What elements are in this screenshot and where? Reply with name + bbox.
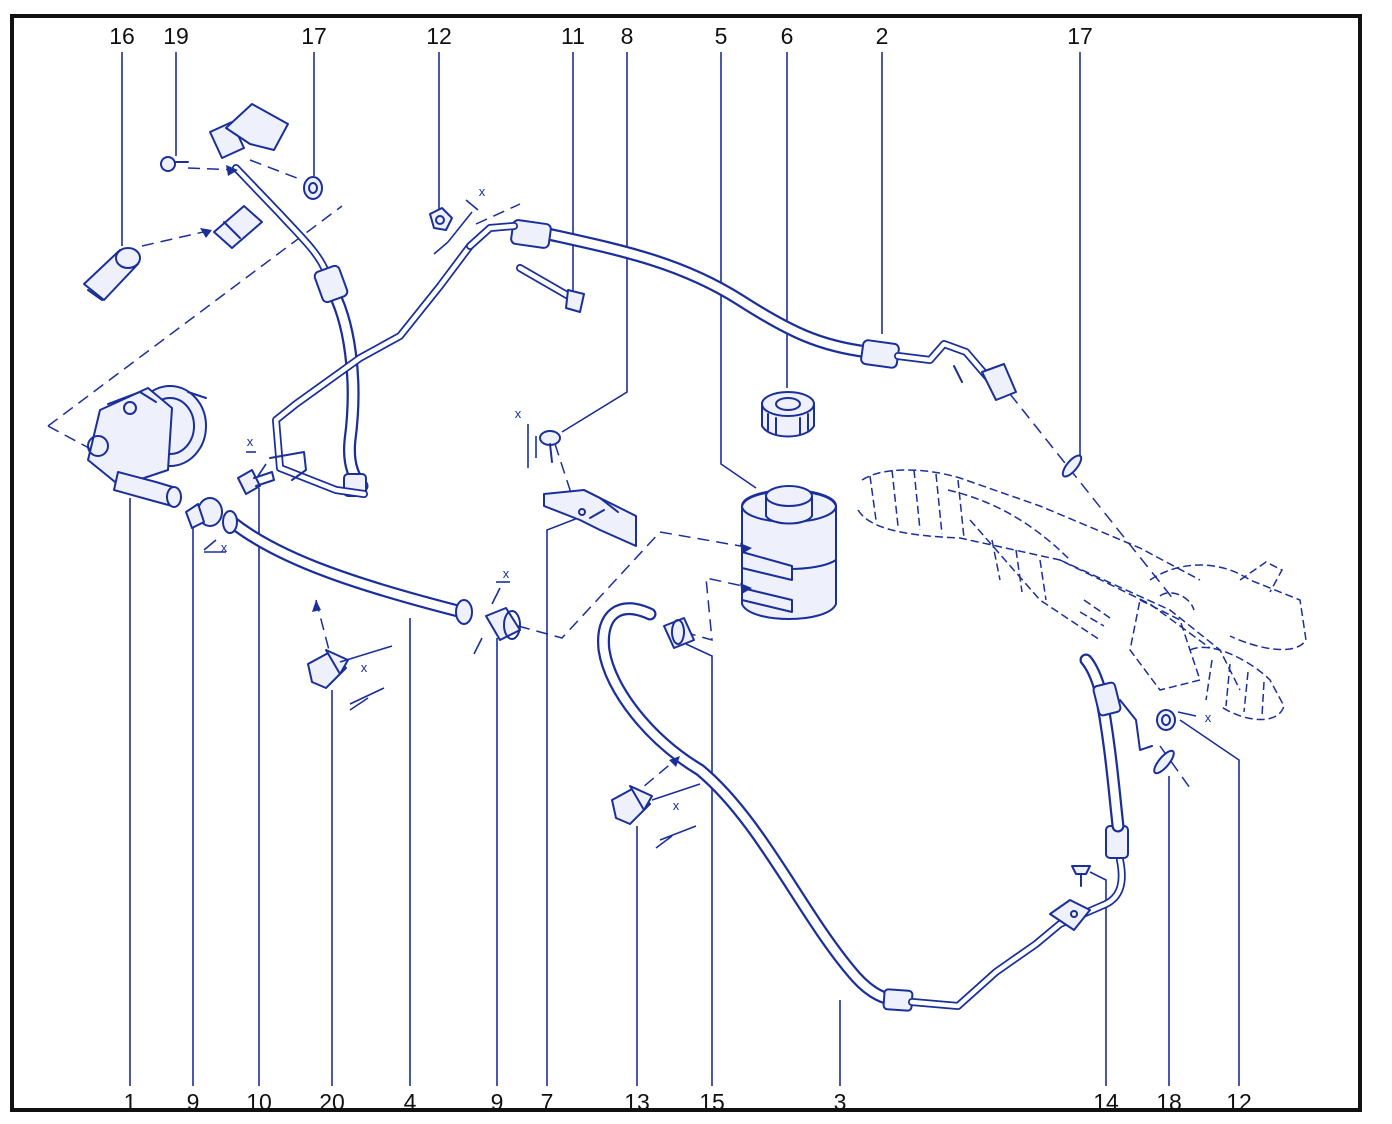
pressure-hose — [466, 219, 1017, 401]
callout-6: 6 — [781, 23, 794, 49]
dimension-mark-clip-20: x — [339, 645, 393, 711]
long-bolt — [516, 264, 585, 313]
hose-clip-lower — [611, 785, 653, 825]
callout-10: 10 — [246, 1089, 272, 1115]
return-hose — [222, 510, 473, 625]
bracket-screw — [539, 430, 561, 463]
dimension-mark-clamp-9-right: x — [473, 566, 510, 655]
callout-19: 19 — [163, 23, 189, 49]
svg-text:x: x — [479, 184, 486, 199]
o-ring-seal — [1153, 749, 1175, 775]
callout-8: 8 — [621, 23, 634, 49]
flange-nut-top — [429, 207, 453, 231]
callout-16: 16 — [109, 23, 135, 49]
svg-text:x: x — [1205, 710, 1212, 725]
sealing-washer-left — [303, 176, 323, 200]
svg-text:x: x — [247, 434, 254, 449]
arrow-icon — [226, 165, 238, 176]
banjo-bolt — [160, 156, 189, 172]
callout-18: 18 — [1156, 1089, 1182, 1115]
svg-text:x: x — [673, 798, 680, 813]
dimension-mark-nut-top: x — [433, 184, 486, 255]
pipe-union — [213, 205, 263, 249]
callout-20: 20 — [319, 1089, 345, 1115]
hose-clamp-left — [185, 497, 223, 529]
supply-hose — [597, 602, 1153, 1012]
dimension-mark-clip-13: x — [651, 783, 701, 849]
diagram-frame — [10, 14, 1362, 1112]
sealing-washer-right — [1061, 454, 1083, 478]
arrow-icon — [200, 228, 212, 238]
dimension-mark-screw-8: x — [515, 406, 537, 468]
pressure-pipe — [209, 103, 474, 498]
fluid-reservoir — [741, 485, 837, 620]
reservoir-bracket — [543, 489, 637, 547]
retaining-screw — [1071, 865, 1091, 887]
flange-nut-bottom — [1156, 709, 1176, 731]
dimension-mark-bolt-10: x — [246, 434, 267, 477]
steering-pump — [87, 385, 207, 508]
svg-text:x: x — [503, 566, 510, 581]
callout-9-right: 9 — [491, 1089, 504, 1115]
arrow-icon — [740, 543, 752, 554]
steering-rack-ghost — [857, 469, 1307, 721]
callout-12-bottom: 12 — [1226, 1089, 1252, 1115]
hose-clip-left — [307, 649, 349, 689]
svg-text:x: x — [361, 660, 368, 675]
arrow-icon — [312, 600, 321, 612]
reservoir-cap — [761, 391, 815, 438]
callout-1: 1 — [124, 1089, 137, 1115]
callout-17-right: 17 — [1067, 23, 1093, 49]
callout-12-top: 12 — [426, 23, 452, 49]
pressure-sensor — [83, 247, 141, 301]
callout-2: 2 — [876, 23, 889, 49]
dimension-mark-clamp-9-left: x — [203, 539, 228, 555]
hose-clamp-right — [485, 607, 521, 641]
callout-15: 15 — [699, 1089, 725, 1115]
callout-11: 11 — [561, 23, 585, 49]
callout-13: 13 — [624, 1089, 650, 1115]
callout-5: 5 — [715, 23, 728, 49]
svg-text:x: x — [515, 406, 522, 421]
dimension-mark-nut-bottom: x — [1177, 710, 1212, 725]
leader-lines — [121, 52, 1240, 1086]
svg-text:x: x — [221, 540, 228, 555]
arrow-icon — [740, 583, 752, 594]
callout-17-left: 17 — [301, 23, 327, 49]
callout-4: 4 — [404, 1089, 417, 1115]
callout-7: 7 — [541, 1089, 554, 1115]
dimension-marks: x x x x x x — [203, 184, 1212, 849]
hose-clamp-reservoir — [663, 617, 695, 649]
callout-9-left: 9 — [187, 1089, 200, 1115]
bottom-callouts: 1 9 10 20 4 9 7 13 15 3 14 18 12 — [124, 1089, 1252, 1115]
callout-14: 14 — [1093, 1089, 1119, 1115]
arrow-icon — [669, 756, 680, 767]
direction-arrows — [200, 165, 752, 767]
callout-3: 3 — [834, 1089, 847, 1115]
mounting-bolt — [237, 469, 275, 495]
top-callouts: 16 19 17 12 11 8 5 6 2 17 — [109, 23, 1093, 49]
